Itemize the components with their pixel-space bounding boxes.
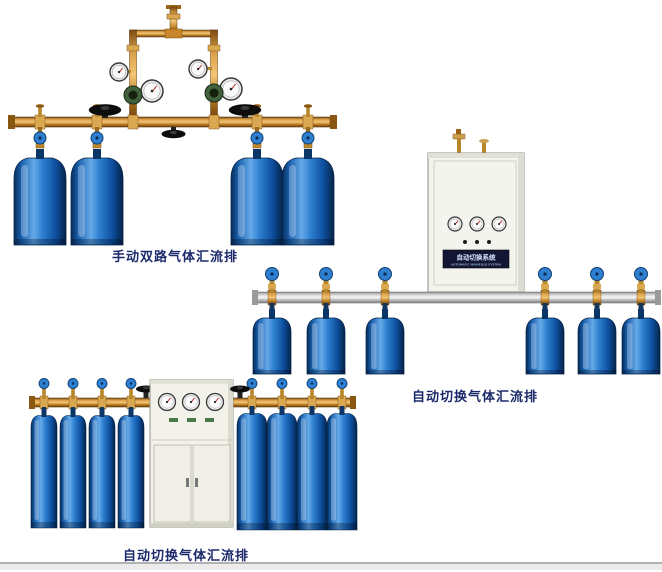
- cylinder-valve: [634, 267, 648, 292]
- cabinet-nameplate: 自动切换系统 AUTOMATIC MANIFOLD SYSTEM: [442, 249, 510, 269]
- caption-manual-dual-manifold: 手动双路气体汇流排: [111, 250, 238, 265]
- gas-cylinder: [236, 405, 268, 531]
- gas-cylinder: [266, 405, 298, 531]
- cabinet-gauge: [447, 216, 463, 232]
- gas-cylinder: [577, 308, 617, 375]
- cabinet-label-strip: [205, 418, 214, 422]
- cylinder-connector: [33, 127, 47, 149]
- gas-cylinder: [88, 407, 116, 529]
- collector-pipe: [8, 114, 337, 130]
- indicator-lights: [463, 240, 491, 244]
- purge-valve: [35, 104, 45, 117]
- cylinder-connector: [301, 127, 315, 149]
- regulator-body: [123, 85, 143, 105]
- cylinder-valve: [319, 267, 333, 292]
- cabinet-nameplate-title: 自动切换系统: [457, 253, 497, 262]
- pressure-gauge: [219, 77, 243, 101]
- cylinder-valve: [67, 378, 79, 399]
- gas-cylinder: [59, 407, 87, 529]
- cylinder-valve: [96, 378, 108, 399]
- cabinet-door-left: [153, 444, 192, 523]
- purge-valve: [303, 104, 313, 117]
- cabinet-gauge: [205, 392, 225, 412]
- cabinet-label-strip: [169, 418, 178, 422]
- gas-cylinder: [13, 148, 67, 246]
- pressure-gauge: [188, 59, 208, 79]
- cylinder-valve: [38, 378, 50, 399]
- cylinder-valve: [336, 378, 348, 399]
- hand-wheel: [88, 104, 122, 118]
- gas-cylinder: [365, 308, 405, 375]
- hand-wheel: [161, 127, 186, 139]
- cabinet-gauge: [491, 216, 507, 232]
- regulator-station-left: [109, 62, 164, 105]
- header-pipe-frame: [126, 5, 221, 121]
- cylinder-valve: [590, 267, 604, 292]
- hand-wheel: [230, 385, 250, 398]
- cylinder-connector: [90, 127, 104, 149]
- cylinder-valve: [246, 378, 258, 399]
- gas-cylinder: [525, 308, 565, 375]
- control-cabinet: [149, 379, 234, 528]
- cylinder-valve: [265, 267, 279, 292]
- cylinder-valve: [306, 378, 318, 399]
- cylinder-connector: [250, 127, 264, 149]
- pressure-gauge: [109, 62, 129, 82]
- cylinder-valve: [276, 378, 288, 399]
- caption-auto-switch-1: 自动切换气体汇流排: [411, 390, 538, 405]
- gas-cylinder: [326, 405, 358, 531]
- figure-auto-switch-manifold-2: [29, 378, 358, 531]
- cabinet-gauge: [181, 392, 201, 412]
- pressure-gauge: [140, 79, 164, 103]
- figure-auto-switch-manifold-1: 自动切换系统 AUTOMATIC MANIFOLD SYSTEM: [252, 129, 661, 375]
- regulator-station-right: [188, 59, 243, 103]
- regulator-body: [204, 83, 224, 103]
- control-cabinet: 自动切换系统 AUTOMATIC MANIFOLD SYSTEM: [427, 129, 525, 293]
- gas-cylinder: [117, 407, 145, 529]
- bottom-rule: [0, 562, 662, 570]
- cabinet-gauge: [469, 216, 485, 232]
- gas-cylinder: [306, 308, 346, 375]
- manifold-pipe: [252, 289, 661, 306]
- gas-cylinder: [70, 148, 124, 246]
- hand-wheel: [228, 104, 262, 118]
- figure-manual-dual-manifold: [8, 5, 337, 246]
- cylinder-valve: [125, 378, 137, 399]
- gas-cylinder: [252, 308, 292, 375]
- caption-auto-switch-2: 自动切换气体汇流排: [122, 549, 249, 564]
- gas-cylinder: [621, 308, 661, 375]
- gas-cylinder: [296, 405, 328, 531]
- cylinder-valve: [538, 267, 552, 292]
- cylinder-valve: [378, 267, 392, 292]
- cabinet-gauge: [157, 392, 177, 412]
- gas-cylinder: [30, 407, 58, 529]
- cabinet-label-strip: [187, 418, 196, 422]
- cabinet-nameplate-subtitle: AUTOMATIC MANIFOLD SYSTEM: [451, 263, 501, 267]
- cabinet-door-right: [192, 444, 231, 523]
